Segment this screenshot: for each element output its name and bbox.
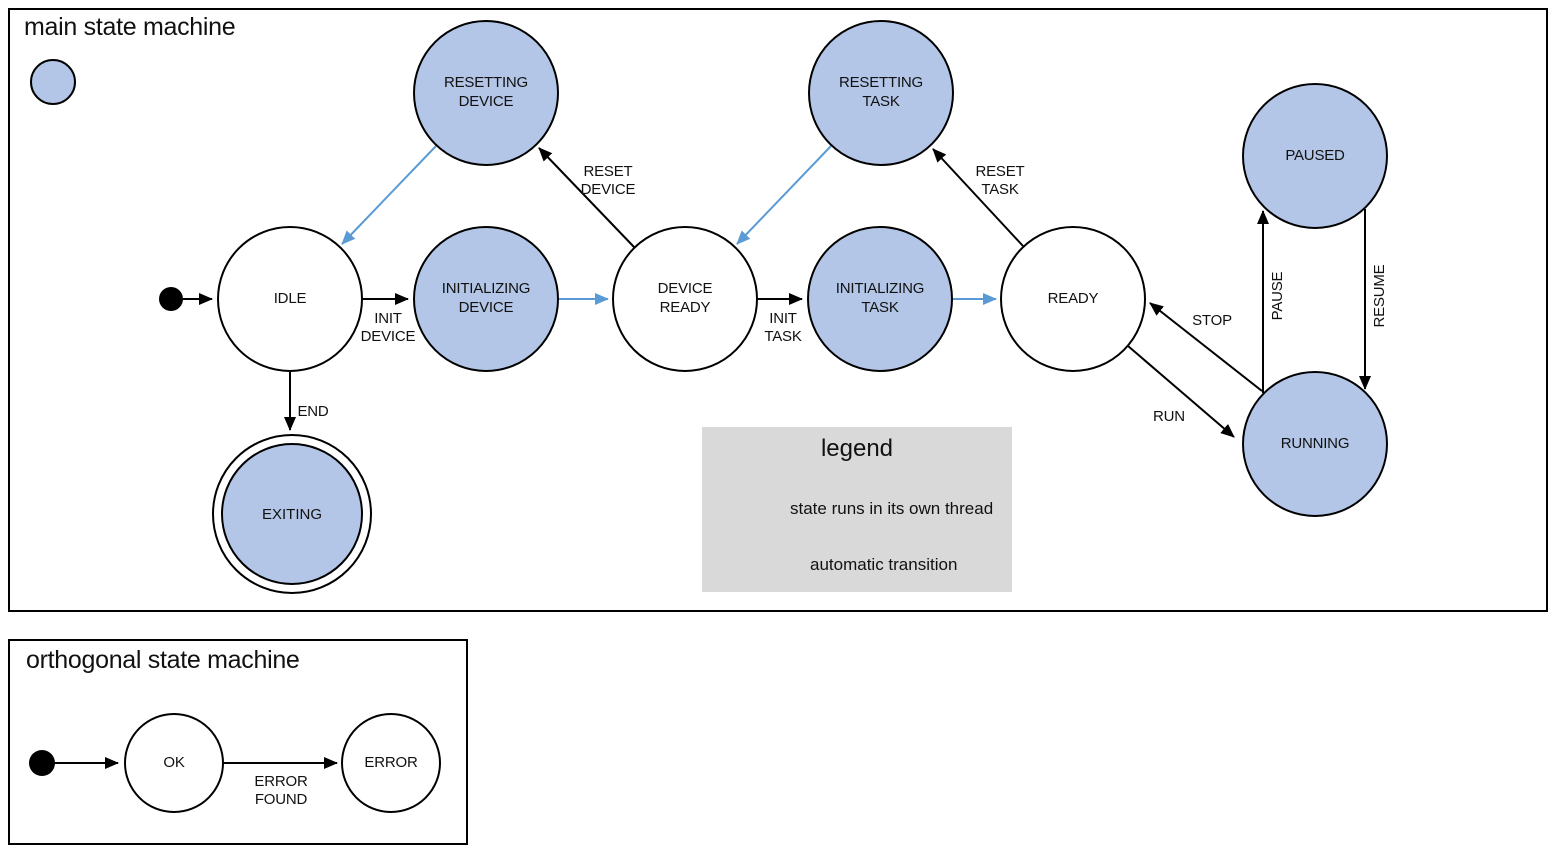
state-exiting-label: EXITING	[261, 505, 322, 523]
transition-run-label: RUN	[1153, 408, 1185, 425]
state-error-label: ERROR	[364, 753, 418, 771]
state-paused: PAUSED	[1242, 83, 1388, 229]
state-initializing-task: INITIALIZING TASK	[807, 226, 953, 372]
state-idle-label: IDLE	[273, 289, 307, 307]
state-running: RUNNING	[1242, 371, 1388, 517]
state-ok: OK	[124, 713, 224, 813]
state-initializing-task-label: INITIALIZING TASK	[835, 280, 925, 316]
transition-reset-device-label: RESET DEVICE	[580, 163, 636, 198]
state-running-label: RUNNING	[1280, 434, 1350, 452]
transition-stop-label: STOP	[1192, 312, 1232, 329]
state-resetting-device-label: RESETTING DEVICE	[443, 74, 529, 110]
orthogonal-state-machine-frame	[8, 639, 468, 845]
transition-reset-task-label: RESET TASK	[975, 163, 1025, 198]
transition-run-arrow	[1127, 345, 1235, 438]
state-exiting: EXITING	[221, 443, 363, 585]
transition-reset-device-arrow	[538, 147, 635, 248]
state-ready: READY	[1000, 226, 1146, 372]
transition-pause-label: PAUSE	[1269, 271, 1286, 321]
main-machine-title: main state machine	[24, 13, 236, 41]
state-initializing-device-label: INITIALIZING DEVICE	[441, 280, 531, 316]
main-initial-state-dot	[159, 287, 183, 311]
legend-panel: legend	[702, 427, 1012, 592]
state-device-ready: DEVICE READY	[612, 226, 758, 372]
transition-reset-task-arrow	[932, 148, 1024, 247]
state-idle: IDLE	[217, 226, 363, 372]
transition-resume-label: RESUME	[1371, 264, 1388, 328]
orthogonal-initial-state-dot	[29, 750, 55, 776]
transition-error-found-label: ERROR FOUND	[254, 773, 308, 808]
orthogonal-machine-title: orthogonal state machine	[26, 646, 300, 674]
legend-automatic-transition-label: automatic transition	[810, 555, 958, 574]
transition-stop-arrow	[1149, 302, 1263, 392]
transition-end-label: END	[297, 403, 329, 420]
state-initializing-device: INITIALIZING DEVICE	[413, 226, 559, 372]
state-error: ERROR	[341, 713, 441, 813]
state-exiting-final-outline: EXITING	[212, 434, 372, 594]
state-ready-label: READY	[1047, 289, 1099, 307]
auto-transition-resetting-device-to-idle-arrow	[341, 145, 437, 245]
legend-threaded-state-label: state runs in its own thread	[790, 499, 994, 518]
state-resetting-device: RESETTING DEVICE	[413, 20, 559, 166]
transition-init-device-label: INIT DEVICE	[360, 310, 416, 345]
state-ok-label: OK	[163, 753, 185, 771]
transition-init-task-label: INIT TASK	[764, 310, 802, 345]
state-resetting-task: RESETTING TASK	[808, 20, 954, 166]
main-state-machine-frame	[8, 8, 1548, 612]
state-device-ready-label: DEVICE READY	[657, 280, 713, 316]
auto-transition-resetting-task-to-device-ready-arrow	[736, 145, 832, 245]
legend-threaded-state-icon	[30, 59, 76, 105]
legend-title: legend	[820, 435, 894, 462]
state-paused-label: PAUSED	[1285, 146, 1345, 164]
state-resetting-task-label: RESETTING TASK	[838, 74, 924, 110]
